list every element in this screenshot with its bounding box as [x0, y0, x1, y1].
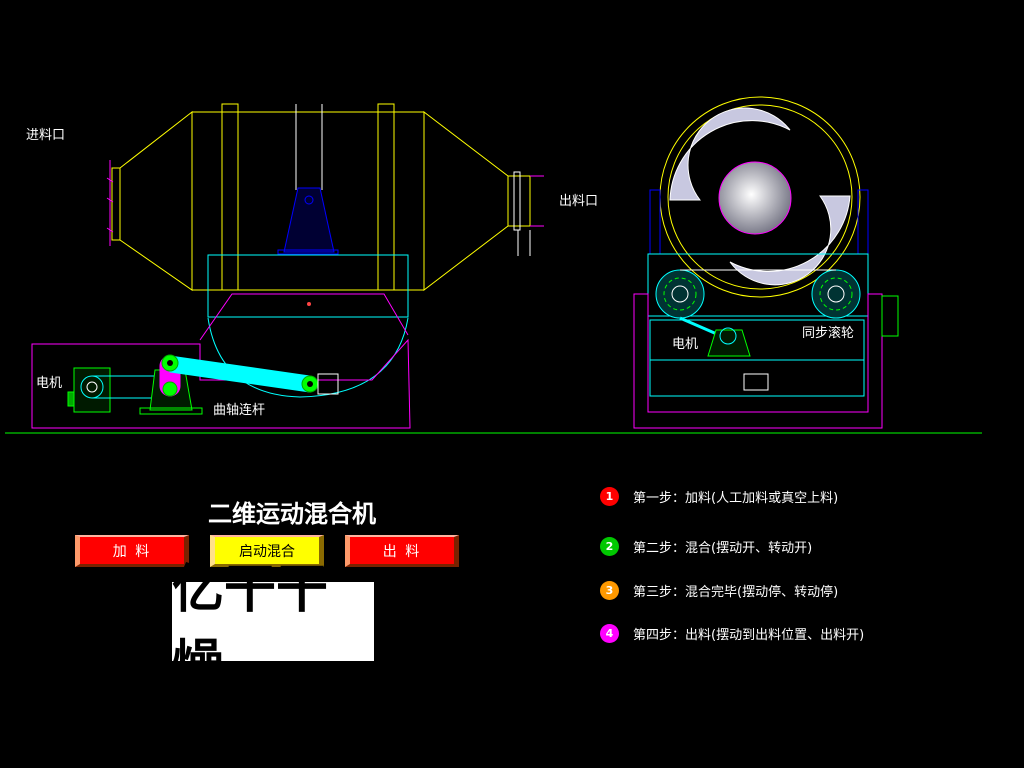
motor-right — [707, 329, 751, 357]
step-3-text: 第三步：混合完毕(摆动停、转动停) — [633, 585, 839, 600]
inlet-label: 进料口 — [26, 128, 66, 143]
connecting-rod — [169, 355, 311, 393]
side-view — [31, 103, 544, 429]
step-2: 2 第二步：混合(摆动开、转动开) — [600, 537, 812, 556]
outlet-flange — [507, 175, 531, 227]
scoop-bottom — [729, 195, 851, 286]
step-1-text: 第一步：加料(人工加料或真空上料) — [633, 491, 839, 506]
motor-right-label: 电机 — [672, 337, 699, 352]
step-4-badge: 4 — [600, 624, 619, 643]
step-1-badge: 1 — [600, 487, 619, 506]
feed-button[interactable]: 加 料 — [75, 535, 189, 567]
base-frame-right — [633, 293, 883, 429]
step-3: 3 第三步：混合完毕(摆动停、转动停) — [600, 581, 838, 600]
brand-logo: 亿干干燥 — [172, 560, 374, 695]
step-3-badge: 3 — [600, 581, 619, 600]
page-title: 二维运动混合机 — [208, 500, 376, 528]
sync-roller-right — [811, 269, 861, 319]
scoop-top — [669, 107, 791, 201]
motor-left — [73, 367, 111, 413]
step-4: 4 第四步：出料(摆动到出料位置、出料开) — [600, 624, 864, 643]
step-2-badge: 2 — [600, 537, 619, 556]
drum-cone-right — [423, 110, 509, 292]
step-1: 1 第一步：加料(人工加料或真空上料) — [600, 487, 838, 506]
sync-roller-left — [655, 269, 705, 319]
outlet-label: 出料口 — [559, 194, 599, 209]
crank-label: 曲轴连杆 — [213, 403, 266, 418]
support-frame — [207, 254, 409, 318]
discharge-button[interactable]: 出 料 — [345, 535, 459, 567]
step-2-text: 第二步：混合(摆动开、转动开) — [633, 541, 813, 556]
start-mix-button[interactable]: 启动混合 — [210, 535, 324, 567]
step-4-text: 第四步：出料(摆动到出料位置、出料开) — [633, 628, 865, 643]
inlet-flange — [111, 167, 121, 241]
cradle — [647, 253, 869, 317]
motor-left-label: 电机 — [36, 376, 63, 391]
pedestal — [283, 187, 335, 253]
end-view — [633, 96, 899, 429]
sync-roller-label: 同步滚轮 — [802, 326, 855, 341]
drum-cone-left — [119, 110, 193, 291]
base-frame — [31, 338, 411, 429]
center-sphere — [718, 161, 792, 235]
